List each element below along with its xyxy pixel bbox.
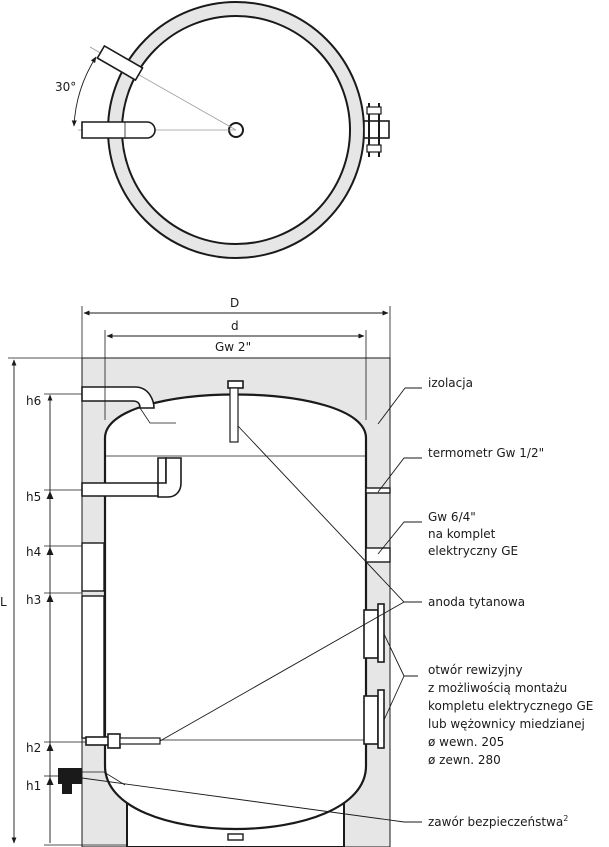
dimension-D-label: D bbox=[230, 296, 239, 310]
height-label-h2: h2 bbox=[26, 741, 41, 755]
inspection-label-line4: lub wężownicy miedzianej bbox=[428, 717, 585, 731]
top-view-angled-pipe bbox=[96, 44, 144, 82]
leader-safety-valve bbox=[81, 777, 422, 823]
pipe-h5 bbox=[81, 457, 182, 498]
inspection-label-line3: kompletu elektrycznego GE bbox=[428, 699, 593, 713]
insulation-label: izolacja bbox=[428, 376, 473, 390]
top-connection-fitting bbox=[227, 380, 244, 389]
height-label-h5: h5 bbox=[26, 490, 41, 504]
port-h4 bbox=[81, 542, 105, 592]
tank-vessel bbox=[103, 393, 368, 830]
angle-arc bbox=[71, 56, 97, 127]
heater-port-label-line1: Gw 6/4" bbox=[428, 510, 476, 524]
height-label-h6: h6 bbox=[26, 394, 41, 408]
top-view-horizontal-pipe bbox=[81, 121, 156, 139]
leader-heater-port bbox=[377, 521, 422, 555]
leader-thermometer bbox=[377, 457, 422, 493]
dimension-L-label: L bbox=[0, 595, 7, 609]
inspection-label-line1: otwór rewizyjny bbox=[428, 663, 523, 677]
bottom-fitting bbox=[227, 833, 244, 841]
top-connection-label: Gw 2" bbox=[215, 340, 251, 354]
anode-rod bbox=[229, 387, 239, 443]
inspection-label-line2: z możliwością montażu bbox=[428, 681, 567, 695]
angle-label: 30° bbox=[55, 80, 76, 94]
side-view bbox=[58, 357, 391, 847]
safety-valve bbox=[58, 768, 126, 794]
height-label-h4: h4 bbox=[26, 545, 41, 559]
safety-valve-note: 2 bbox=[563, 814, 568, 823]
top-view-flange bbox=[363, 103, 390, 157]
inspection-flange-lower bbox=[363, 689, 385, 749]
thermometer-port bbox=[365, 487, 391, 494]
pipe-h6 bbox=[81, 386, 176, 424]
thermometer-label: termometr Gw 1/2" bbox=[428, 446, 544, 460]
leader-inspection-lower bbox=[383, 675, 405, 721]
inspection-label-line5: ø wewn. 205 bbox=[428, 735, 504, 749]
height-label-h3: h3 bbox=[26, 593, 41, 607]
inspection-label-line6: ø zewn. 280 bbox=[428, 753, 501, 767]
leader-insulation bbox=[377, 387, 406, 425]
safety-valve-label: zawór bezpieczeństwa2 bbox=[428, 814, 568, 829]
top-view: 30° bbox=[55, 1, 390, 259]
heater-port bbox=[365, 547, 391, 563]
anode-label: anoda tytanowa bbox=[428, 595, 525, 609]
dimension-lines: D d Gw 2" L h6 h5 h4 h3 h2 h1 bbox=[0, 296, 391, 846]
height-label-h1: h1 bbox=[26, 779, 41, 793]
heater-port-label-line2: na komplet bbox=[428, 527, 496, 541]
dimension-d-label: d bbox=[231, 319, 239, 333]
inspection-flange-upper bbox=[363, 603, 385, 663]
leader-anode-bottom bbox=[159, 601, 405, 742]
heater-port-label-line3: elektryczny GE bbox=[428, 544, 518, 558]
port-h3 bbox=[81, 595, 105, 739]
callouts: izolacja termometr Gw 1/2" Gw 6/4" na ko… bbox=[81, 376, 593, 829]
